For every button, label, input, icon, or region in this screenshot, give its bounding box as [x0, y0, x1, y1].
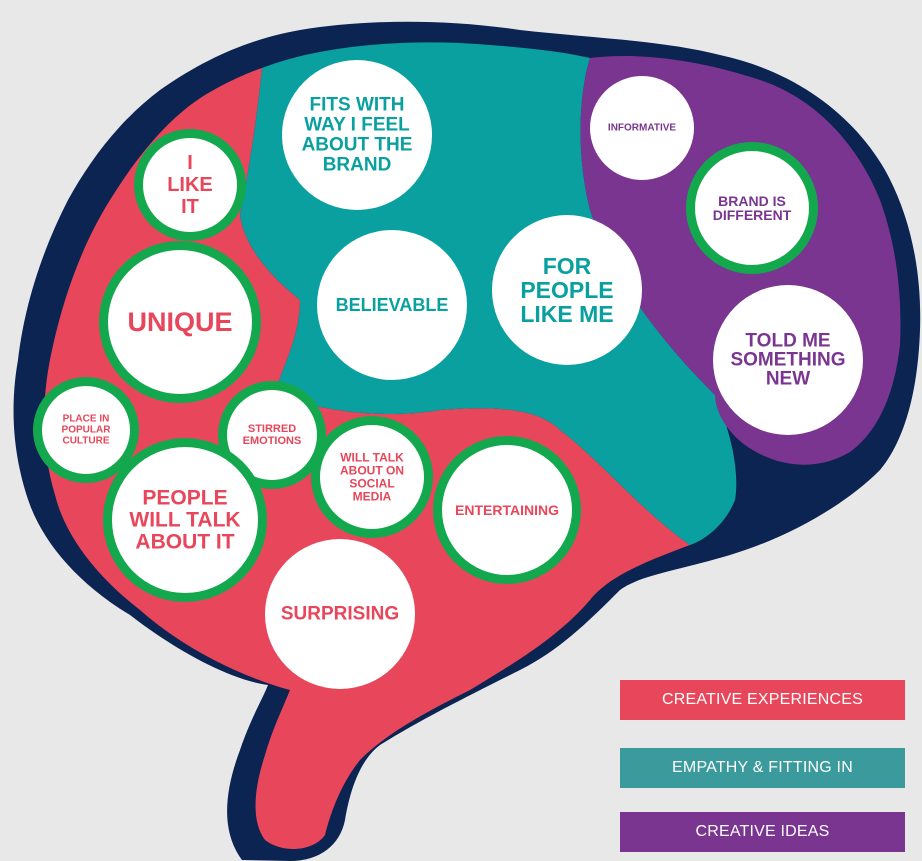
- bubble-label-line: PEOPLE: [142, 487, 227, 510]
- legend-creative-experiences-label: CREATIVE EXPERIENCES: [661, 691, 864, 708]
- bubble-label-line: CULTURE: [62, 436, 109, 447]
- bubble-label-line: PLACE IN: [63, 414, 110, 425]
- bubble-label-line: BELIEVABLE: [336, 295, 449, 315]
- bubble-label-line: ABOUT THE: [302, 135, 413, 156]
- bubble-circle: [442, 445, 572, 575]
- bubble-circle: [317, 230, 467, 380]
- bubble-circle: [282, 60, 432, 210]
- bubble-label-line: NEW: [766, 369, 810, 390]
- bubble-surprising: SURPRISING: [265, 539, 415, 689]
- bubble-label-line: IT: [181, 196, 199, 218]
- bubble-label-line: DIFFERENT: [713, 207, 792, 223]
- bubble-label-line: FITS WITH: [310, 95, 405, 116]
- legend-creative-ideas-label: CREATIVE IDEAS: [695, 823, 830, 840]
- bubble-label-line: SURPRISING: [281, 604, 399, 625]
- bubble-circle: [265, 539, 415, 689]
- legend-empathy-fitting-in: EMPATHY & FITTING IN: [620, 748, 905, 788]
- bubble-circle: [492, 215, 642, 365]
- legend-creative-experiences: CREATIVE EXPERIENCES: [620, 680, 905, 720]
- bubble-label-line: FOR: [543, 253, 592, 279]
- bubble-label-line: SOCIAL: [349, 477, 394, 491]
- bubble-label-line: ABOUT ON: [340, 464, 404, 478]
- bubble-circle: [227, 390, 317, 480]
- bubble-circle: [108, 250, 252, 394]
- bubble-label-line: UNIQUE: [127, 307, 232, 337]
- bubble-circle: [713, 285, 863, 435]
- bubble-label-line: PEOPLE: [520, 277, 613, 303]
- bubble-label-line: I: [187, 152, 193, 174]
- bubble-label-line: WILL TALK: [129, 509, 240, 532]
- bubble-circle: [695, 151, 809, 265]
- bubble-label-line: LIKE ME: [520, 301, 613, 327]
- bubble-informative: INFORMATIVE: [590, 76, 694, 180]
- bubble-circle: [590, 76, 694, 180]
- legend-creative-ideas: CREATIVE IDEAS: [620, 812, 905, 852]
- bubble-unique: UNIQUE: [99, 241, 261, 403]
- bubble-label-line: ABOUT IT: [135, 531, 234, 554]
- bubble-circle: [320, 425, 424, 529]
- bubble-label-line: STIRRED: [248, 423, 296, 435]
- bubble-circle: [42, 386, 130, 474]
- bubble-label-line: BRAND IS: [718, 193, 786, 209]
- bubble-label-line: TOLD ME: [745, 331, 830, 352]
- bubble-label-line: WAY I FEEL: [304, 115, 410, 136]
- bubble-label-line: MEDIA: [353, 490, 392, 504]
- bubble-label-line: LIKE: [167, 174, 213, 196]
- bubble-label-line: BRAND: [323, 155, 392, 176]
- bubble-circle: [112, 447, 258, 593]
- bubble-circle: [143, 138, 237, 232]
- bubble-label-line: SOMETHING: [730, 350, 845, 371]
- bubble-label-line: INFORMATIVE: [608, 123, 676, 134]
- bubble-label-line: EMOTIONS: [243, 435, 302, 447]
- bubble-label-line: ENTERTAINING: [455, 502, 559, 518]
- bubble-label-line: WILL TALK: [340, 451, 404, 465]
- bubble-entertaining: ENTERTAINING: [433, 436, 581, 584]
- bubble-label-line: POPULAR: [62, 425, 112, 436]
- bubble-believable: BELIEVABLE: [317, 230, 467, 380]
- legend-empathy-fitting-in-label: EMPATHY & FITTING IN: [672, 759, 853, 776]
